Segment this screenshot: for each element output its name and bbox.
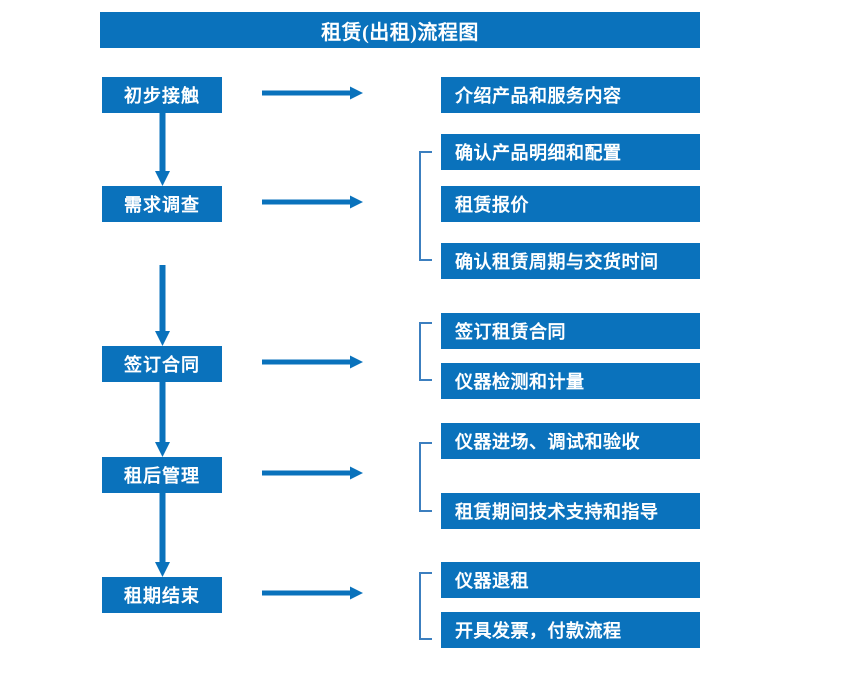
group-brace-icon-2	[419, 151, 432, 261]
detail-box-2-1[interactable]: 确认产品明细和配置	[441, 134, 700, 170]
right-arrow-icon-1	[262, 86, 363, 100]
stage-box-1[interactable]: 初步接触	[102, 77, 222, 113]
group-brace-icon-3	[419, 322, 432, 381]
stage-box-2[interactable]: 需求调查	[102, 186, 222, 222]
group-brace-icon-4	[419, 442, 432, 512]
detail-box-4-1[interactable]: 仪器进场、调试和验收	[441, 423, 700, 459]
detail-box-2-2[interactable]: 租赁报价	[441, 186, 700, 222]
group-brace-icon-5	[419, 572, 432, 640]
detail-box-3-1[interactable]: 签订租赁合同	[441, 313, 700, 349]
detail-box-5-2[interactable]: 开具发票，付款流程	[441, 612, 700, 648]
detail-box-5-1[interactable]: 仪器退租	[441, 562, 700, 598]
stage-box-3[interactable]: 签订合同	[102, 346, 222, 382]
right-arrow-icon-2	[262, 195, 363, 209]
down-arrow-icon-2	[155, 265, 170, 346]
detail-box-3-2[interactable]: 仪器检测和计量	[441, 363, 700, 399]
detail-box-1-1[interactable]: 介绍产品和服务内容	[441, 77, 700, 113]
stage-box-4[interactable]: 租后管理	[102, 457, 222, 493]
right-arrow-icon-4	[262, 466, 363, 480]
detail-box-2-3[interactable]: 确认租赁周期与交货时间	[441, 243, 700, 279]
right-arrow-icon-5	[262, 586, 363, 600]
down-arrow-icon-4	[155, 493, 170, 577]
stage-box-5[interactable]: 租期结束	[102, 577, 222, 613]
detail-box-4-2[interactable]: 租赁期间技术支持和指导	[441, 493, 700, 529]
down-arrow-icon-1	[155, 113, 170, 186]
right-arrow-icon-3	[262, 355, 363, 369]
page-title: 租赁(出租)流程图	[100, 12, 700, 48]
down-arrow-icon-3	[155, 382, 170, 457]
